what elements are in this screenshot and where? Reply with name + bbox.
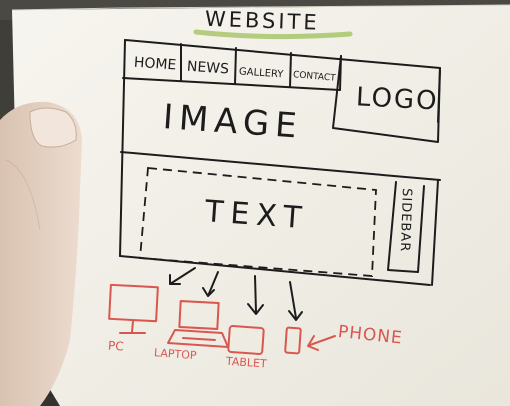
sidebar-label: SIDEBAR (397, 188, 414, 253)
nav-news: NEWS (186, 59, 229, 78)
text-label: TEXT (203, 194, 310, 236)
pc-label: PC (108, 339, 125, 354)
heading-website: WEBSITE (205, 7, 320, 35)
logo-label: LOGO (355, 82, 439, 116)
nav-home: HOME (133, 55, 176, 74)
